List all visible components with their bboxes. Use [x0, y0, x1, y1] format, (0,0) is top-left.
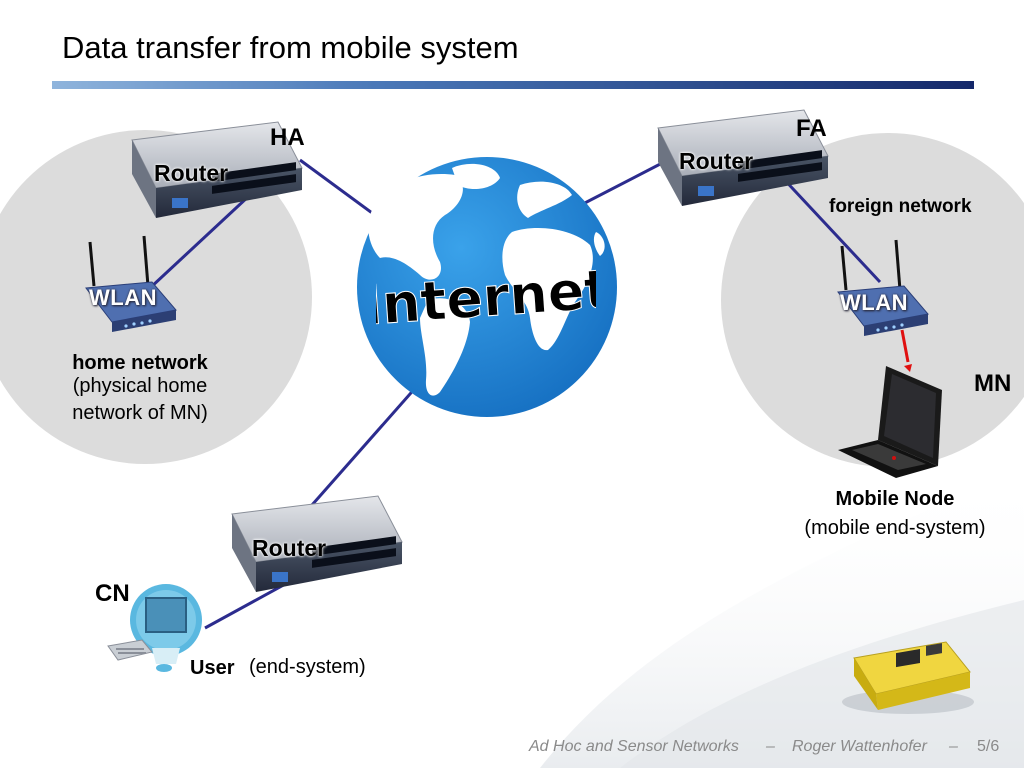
link-lines [148, 158, 882, 630]
wlan-foreign-label: WLAN [840, 290, 908, 315]
router-cn-device [231, 495, 403, 592]
router-fa-label: Router [679, 148, 754, 174]
wlan-home-device [85, 235, 177, 332]
footer-author: Roger Wattenhofer [792, 738, 927, 755]
mobile-node-title: Mobile Node [835, 488, 955, 510]
user-title: User [190, 657, 235, 679]
laptop-device [838, 366, 942, 478]
foreign-network-label: foreign network [829, 196, 972, 217]
fa-label: FA [796, 115, 827, 142]
internet-globe [357, 157, 617, 417]
home-network-caption: home network (physical home network of M… [40, 352, 240, 427]
link-fa-wlan [778, 173, 882, 284]
internet-word-graphic: Internet [376, 258, 596, 338]
imac-device [107, 584, 202, 672]
footer-separator-1: – [766, 738, 775, 755]
footer-course: Ad Hoc and Sensor Networks [529, 738, 739, 755]
mobile-node-caption: Mobile Node (mobile end-system) [780, 488, 1010, 540]
router-ha-device [131, 121, 303, 218]
mobile-node-desc: (mobile end-system) [804, 517, 986, 539]
internet-label: Internet [376, 258, 596, 338]
router-cn-label: Router [252, 535, 327, 561]
home-network-title: home network [72, 352, 208, 374]
ha-label: HA [270, 124, 305, 151]
header-accent-bar [52, 81, 974, 89]
link-ha-wlan [148, 193, 252, 290]
wlan-foreign-device [837, 239, 929, 336]
router-ha-label: Router [154, 160, 229, 186]
sensor-node-device [842, 641, 974, 714]
mn-label: MN [974, 370, 1012, 397]
snow-drift [620, 600, 1024, 768]
slide-title: Data transfer from mobile system [62, 30, 519, 65]
wlan-home-label: WLAN [89, 285, 157, 310]
footer-page-number: 5/6 [977, 738, 1000, 755]
cn-label: CN [95, 580, 130, 607]
home-network-desc-1: (physical home [72, 375, 208, 397]
user-desc: (end-system) [249, 656, 366, 678]
home-network-desc-2: network of MN) [72, 402, 208, 424]
footer-separator-2: – [949, 738, 958, 755]
router-fa-device [657, 109, 829, 206]
